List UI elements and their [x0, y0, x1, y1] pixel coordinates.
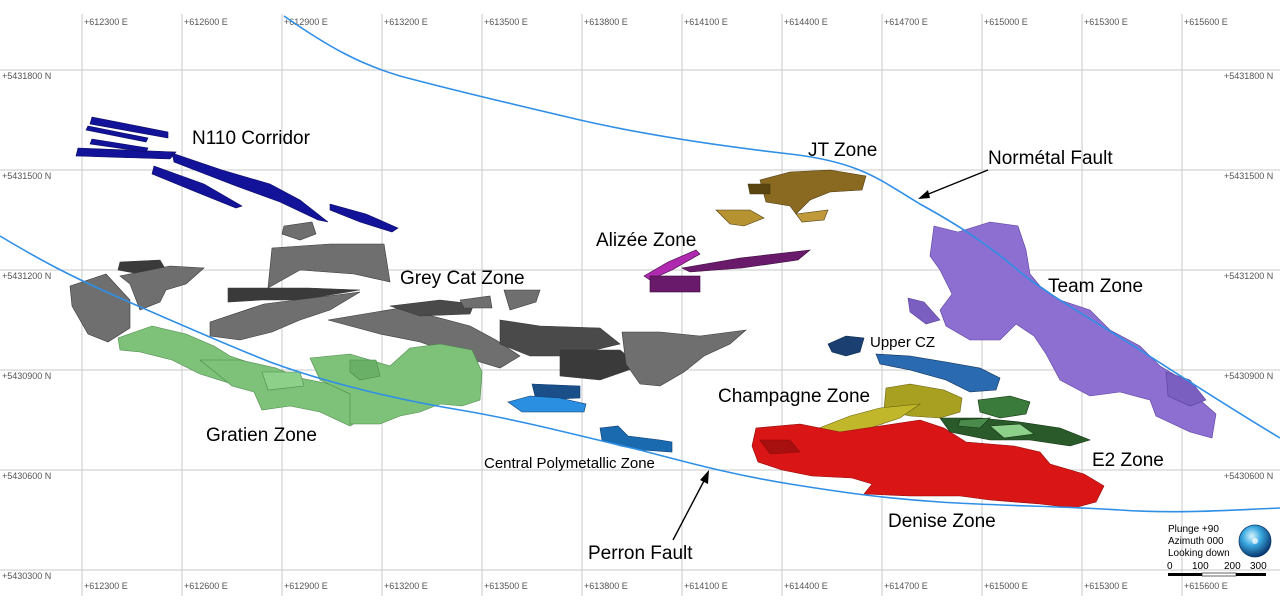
easting-label: +612300 E: [84, 17, 128, 27]
scale-label: 300: [1250, 561, 1267, 572]
upper-cz-bodies: [827, 335, 1001, 393]
easting-label: +612900 E: [284, 17, 328, 27]
easting-label: +612900 E: [284, 581, 328, 591]
scale-label: 100: [1192, 561, 1209, 572]
easting-label: +613800 E: [584, 581, 628, 591]
easting-label: +614400 E: [784, 17, 828, 27]
alizee-zone-bodies: [643, 249, 811, 293]
jt-zone-bodies: [715, 169, 867, 227]
northing-labels-right: +5431800 N +5431500 N +5431200 N +543090…: [1224, 71, 1273, 481]
label-denise-zone: Denise Zone: [888, 511, 996, 532]
northing-label: +5430900 N: [2, 371, 51, 381]
label-central-polymetallic-zone: Central Polymetallic Zone: [484, 455, 655, 472]
denise-zone-bodies: [751, 419, 1105, 509]
northing-label: +5431500 N: [1224, 171, 1273, 181]
easting-label: +615600 E: [1184, 581, 1228, 591]
label-gratien-zone: Gratien Zone: [206, 425, 317, 446]
label-n110-corridor: N110 Corridor: [192, 128, 311, 149]
e2-zone-bodies: [939, 395, 1091, 447]
label-grey-cat-zone: Grey Cat Zone: [400, 268, 525, 289]
easting-label: +615000 E: [984, 581, 1028, 591]
easting-label: +614700 E: [884, 581, 928, 591]
zone-labels: N110 Corridor JT Zone Normétal Fault Ali…: [192, 128, 1164, 564]
northing-label: +5431200 N: [2, 271, 51, 281]
easting-label: +615300 E: [1084, 17, 1128, 27]
champagne-zone-bodies: [812, 383, 963, 437]
grey-cat-zone-bodies: [69, 221, 747, 387]
easting-labels-top: +612300 E +612600 E +612900 E +613200 E …: [84, 17, 1228, 27]
grid: [0, 14, 1280, 596]
scale-label: 200: [1224, 561, 1241, 572]
northing-label: +5430900 N: [1224, 371, 1273, 381]
n110-corridor-bodies: [75, 116, 399, 233]
faults: [0, 15, 1280, 513]
label-alizee-zone: Alizée Zone: [596, 230, 696, 251]
northing-label: +5430600 N: [1224, 471, 1273, 481]
view-looking: Looking down: [1168, 548, 1230, 559]
label-champagne-zone: Champagne Zone: [718, 386, 870, 407]
easting-label: +615300 E: [1084, 581, 1128, 591]
easting-label: +614100 E: [684, 17, 728, 27]
easting-label: +614400 E: [784, 581, 828, 591]
easting-label: +613500 E: [484, 17, 528, 27]
annotation-arrows: [672, 169, 989, 541]
cpz-bodies: [507, 383, 673, 453]
easting-label: +615600 E: [1184, 17, 1228, 27]
scale-label: 0: [1167, 561, 1173, 572]
northing-labels-left: +5431800 N +5431500 N +5431200 N +543090…: [2, 71, 51, 581]
northing-label: +5431200 N: [1224, 271, 1273, 281]
label-normetal-fault: Normétal Fault: [988, 148, 1113, 169]
team-zone-bodies: [907, 221, 1217, 439]
label-e2-zone: E2 Zone: [1092, 450, 1164, 471]
easting-label: +612600 E: [184, 581, 228, 591]
perron-fault-line: [0, 235, 1280, 513]
easting-label: +613200 E: [384, 581, 428, 591]
orientation-sphere-icon[interactable]: [1238, 524, 1272, 558]
easting-label: +614100 E: [684, 581, 728, 591]
label-perron-fault: Perron Fault: [588, 543, 693, 564]
label-team-zone: Team Zone: [1048, 276, 1143, 297]
easting-label: +612300 E: [84, 581, 128, 591]
scale-bar: [1168, 572, 1266, 577]
easting-labels-bottom: +612300 E +612600 E +612900 E +613200 E …: [84, 581, 1228, 591]
northing-label: +5430600 N: [2, 471, 51, 481]
view-plunge: Plunge +90: [1168, 524, 1219, 535]
northing-label: +5430300 N: [2, 571, 51, 581]
northing-label: +5431500 N: [2, 171, 51, 181]
easting-label: +613200 E: [384, 17, 428, 27]
easting-label: +613800 E: [584, 17, 628, 27]
easting-label: +615000 E: [984, 17, 1028, 27]
label-upper-cz: Upper CZ: [870, 334, 935, 351]
easting-label: +614700 E: [884, 17, 928, 27]
northing-label: +5431800 N: [2, 71, 51, 81]
northing-label: +5431800 N: [1224, 71, 1273, 81]
easting-label: +613500 E: [484, 581, 528, 591]
view-azimuth: Azimuth 000: [1168, 536, 1224, 547]
normetal-fault-line: [283, 15, 1280, 439]
gratien-zone-bodies: [117, 325, 483, 427]
easting-label: +612600 E: [184, 17, 228, 27]
label-jt-zone: JT Zone: [808, 140, 877, 161]
view-info: Plunge +90 Azimuth 000 Looking down 0 10…: [1167, 524, 1267, 577]
